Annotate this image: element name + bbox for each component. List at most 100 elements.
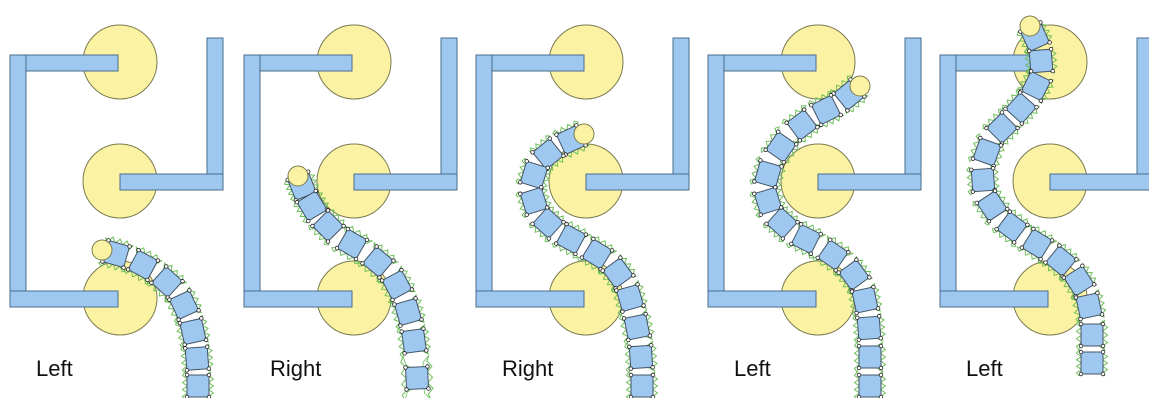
joint-marker xyxy=(1061,275,1067,280)
wall-left-post xyxy=(475,54,493,308)
joint-marker xyxy=(1017,90,1023,95)
joint-marker xyxy=(1099,312,1105,317)
joint-marker xyxy=(1078,343,1084,349)
joint-marker xyxy=(1015,125,1020,131)
joint-marker xyxy=(1026,48,1032,54)
joint-marker xyxy=(1057,243,1062,248)
joint-marker xyxy=(545,165,550,170)
joint-marker xyxy=(353,256,359,262)
snake-segment xyxy=(555,223,587,255)
joint-marker xyxy=(1048,78,1053,84)
joint-marker xyxy=(413,296,418,301)
joint-marker xyxy=(1025,222,1030,227)
joint-marker xyxy=(1080,263,1085,269)
snake-segment xyxy=(764,130,798,164)
joint-marker xyxy=(794,142,799,147)
panel-1: Left xyxy=(9,24,224,398)
joint-marker xyxy=(758,212,763,217)
joint-marker xyxy=(121,265,126,270)
snake-segment xyxy=(361,245,395,279)
joint-marker xyxy=(591,236,596,242)
joint-marker xyxy=(856,365,862,371)
joint-marker xyxy=(554,132,559,137)
joint-marker xyxy=(184,372,190,378)
wall-middle-arm xyxy=(119,173,224,191)
snake-segment xyxy=(1028,48,1054,74)
joint-marker xyxy=(1028,69,1034,74)
snake-head xyxy=(91,239,113,261)
joint-marker xyxy=(628,394,634,398)
snake-segment xyxy=(858,374,882,398)
joint-marker xyxy=(334,245,340,251)
snake-segment xyxy=(381,269,413,301)
spring xyxy=(1050,46,1058,74)
spring xyxy=(1101,349,1109,377)
joint-marker xyxy=(518,180,523,185)
joint-marker xyxy=(1043,260,1048,265)
joint-marker xyxy=(539,185,544,190)
joint-marker xyxy=(809,102,814,108)
snake-segment xyxy=(785,108,819,142)
joint-marker xyxy=(544,205,550,210)
joint-marker xyxy=(398,323,403,328)
panel-direction-label: Left xyxy=(734,356,771,381)
joint-marker xyxy=(773,185,778,190)
joint-marker xyxy=(970,156,976,161)
snake-segment xyxy=(296,190,328,222)
joint-marker xyxy=(164,264,169,269)
joint-marker xyxy=(778,205,784,210)
spring xyxy=(308,170,320,192)
joint-marker xyxy=(878,394,884,398)
joint-marker xyxy=(426,386,431,391)
joint-marker xyxy=(1047,40,1052,45)
joint-marker xyxy=(781,160,786,165)
joint-marker xyxy=(530,150,535,155)
joint-marker xyxy=(1048,46,1054,52)
joint-marker xyxy=(875,306,881,311)
joint-marker xyxy=(838,112,843,118)
joint-marker xyxy=(177,320,183,326)
joint-marker xyxy=(994,226,999,232)
wall-left-post xyxy=(243,54,261,308)
joint-marker xyxy=(876,314,882,319)
snake-segment xyxy=(404,365,430,391)
snake-head xyxy=(287,165,309,187)
joint-marker xyxy=(127,244,132,249)
snake-segment xyxy=(837,258,871,292)
joint-marker xyxy=(614,288,619,293)
joint-marker xyxy=(856,394,862,398)
joint-marker xyxy=(145,277,150,283)
joint-marker xyxy=(306,218,311,224)
spring xyxy=(206,343,214,372)
wall-left-post xyxy=(939,54,957,308)
joint-marker xyxy=(155,258,161,263)
joint-marker xyxy=(795,219,800,225)
snake-segment xyxy=(311,209,345,243)
joint-marker xyxy=(650,365,655,370)
joint-marker xyxy=(600,268,605,273)
panel-direction-label: Left xyxy=(36,356,73,381)
joint-marker xyxy=(780,236,786,241)
snake-segment xyxy=(168,289,200,321)
joint-marker xyxy=(547,136,552,141)
joint-marker xyxy=(856,343,862,349)
joint-marker xyxy=(867,275,872,280)
snake-segment xyxy=(393,297,423,327)
joint-marker xyxy=(970,189,976,194)
snake-segment xyxy=(856,315,882,341)
joint-marker xyxy=(573,251,578,257)
joint-marker xyxy=(125,267,131,272)
joint-marker xyxy=(176,317,181,322)
joint-marker xyxy=(855,315,860,321)
joint-marker xyxy=(182,342,187,347)
joint-marker xyxy=(784,120,789,125)
joint-marker xyxy=(546,236,552,241)
joint-marker xyxy=(650,372,656,378)
joint-marker xyxy=(206,372,212,378)
joint-marker xyxy=(1073,295,1079,300)
snake-segment xyxy=(858,345,882,369)
joint-marker xyxy=(425,364,430,369)
panel-2: Right xyxy=(243,24,458,398)
joint-marker xyxy=(325,239,331,244)
joint-marker xyxy=(992,188,998,193)
